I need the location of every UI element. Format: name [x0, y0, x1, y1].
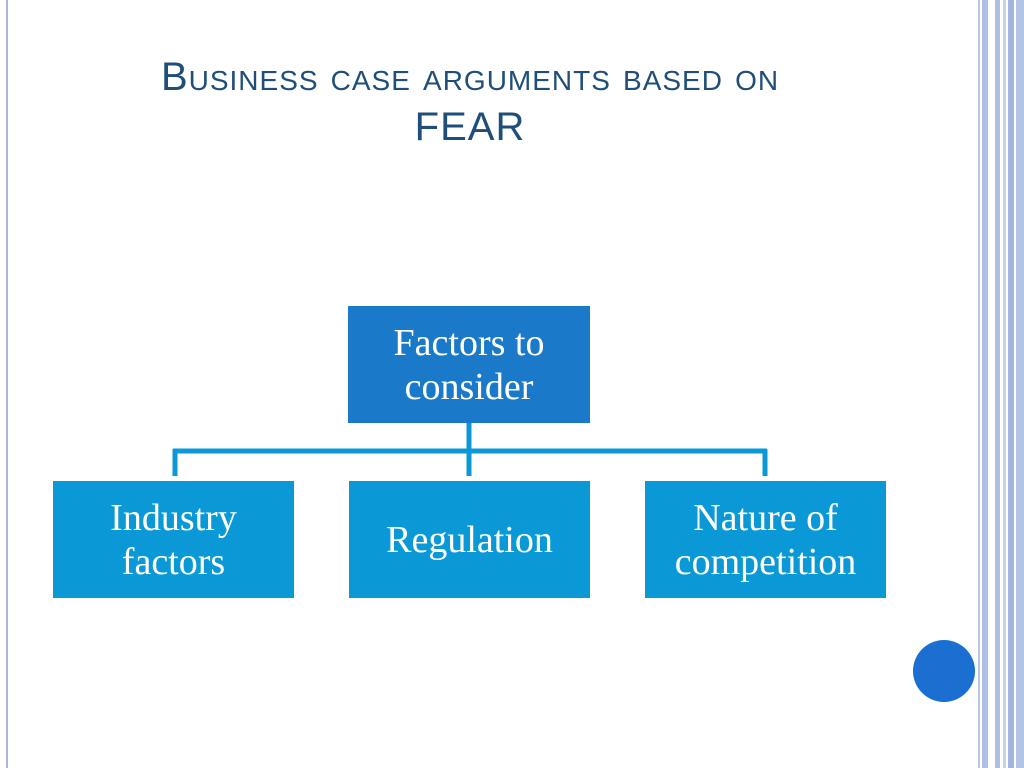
root-node-line-1: Factors to	[393, 321, 545, 364]
child-node-industry-factors: Industry factors	[53, 481, 294, 598]
slide-title: Business case arguments based on FEAR	[60, 52, 880, 152]
child-node-1-line-2: factors	[121, 540, 226, 583]
left-border-line	[6, 0, 8, 768]
right-decorative-stripes	[976, 0, 1024, 768]
child-node-1-line-1: Industry	[110, 496, 237, 539]
child-node-3-line-1: Nature of	[693, 496, 838, 539]
accent-circle-icon	[913, 640, 975, 702]
child-node-3-line-2: competition	[674, 540, 857, 583]
root-node-line-2: consider	[404, 365, 534, 408]
child-node-2-line-1: Regulation	[386, 518, 553, 561]
slide-title-line-2: FEAR	[414, 105, 526, 149]
child-node-regulation: Regulation	[349, 481, 590, 598]
slide-title-line-1: Business case arguments based on	[160, 55, 780, 99]
root-node-factors-to-consider: Factors to consider	[348, 306, 590, 423]
child-node-nature-of-competition: Nature of competition	[645, 481, 886, 598]
